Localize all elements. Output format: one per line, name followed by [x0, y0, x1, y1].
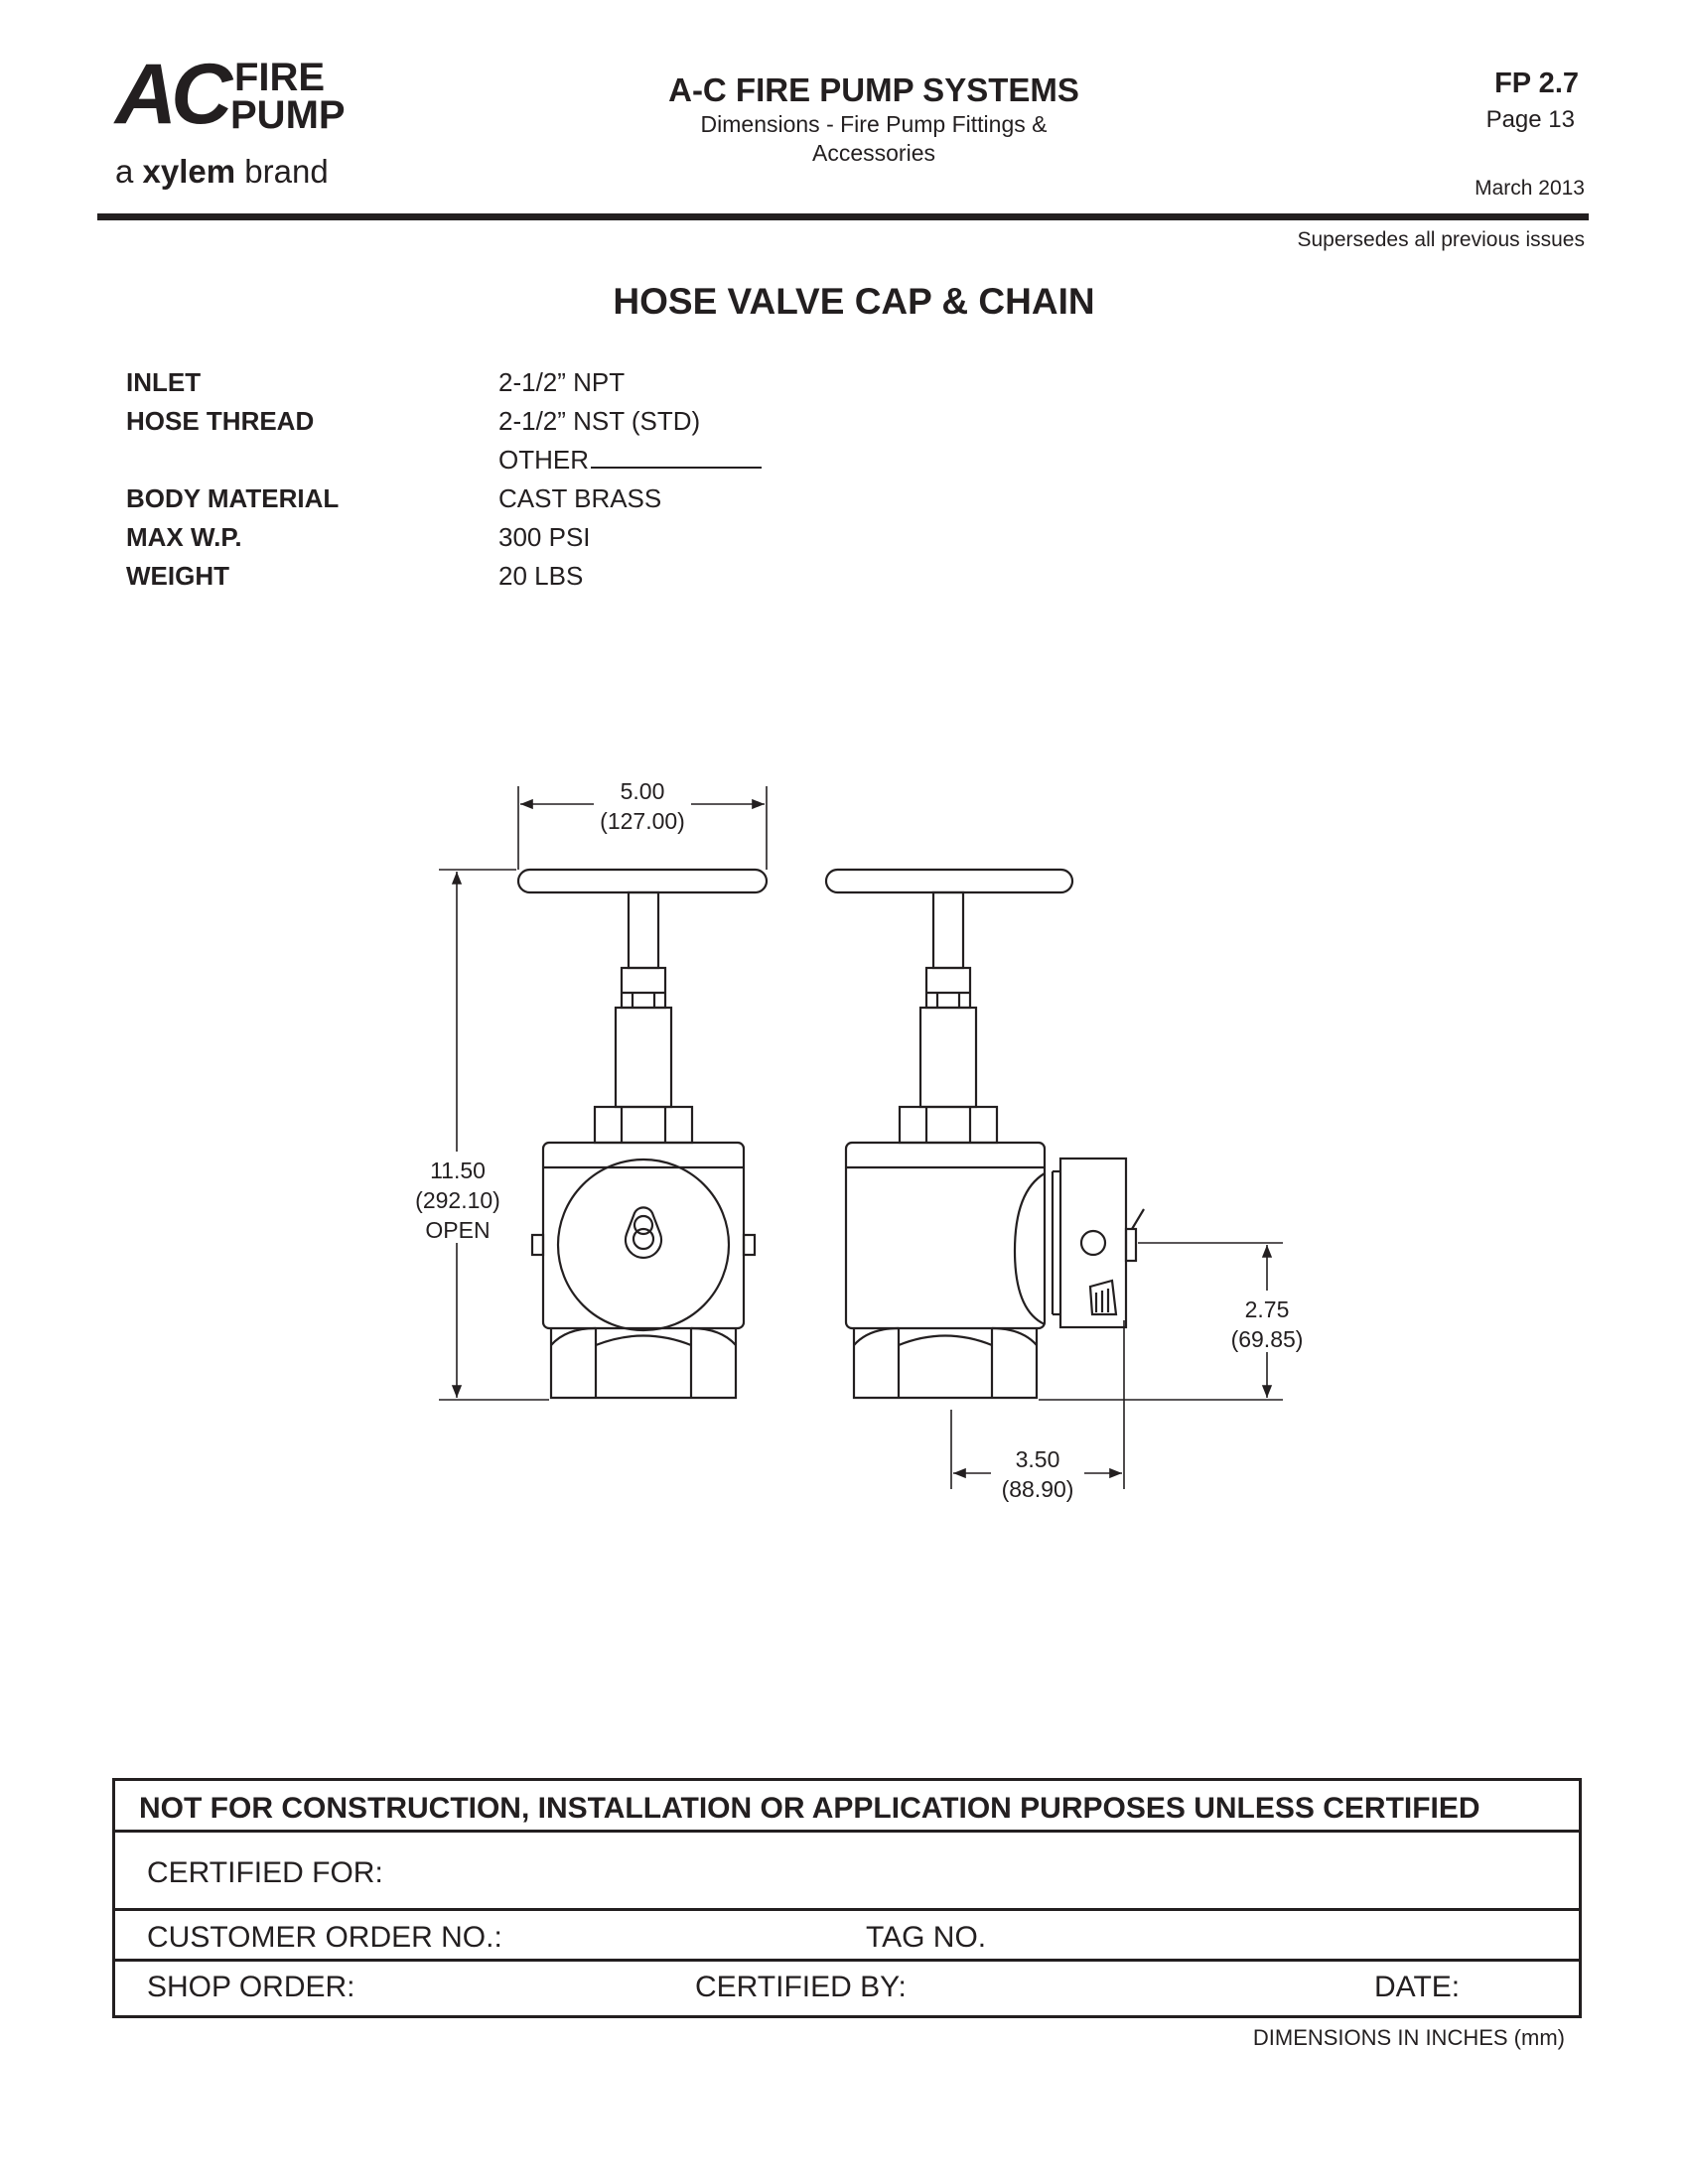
ac-fire-pump-logo: AC FIRE PUMP a xylem brand: [115, 52, 363, 201]
dim-height-note: OPEN: [425, 1217, 490, 1243]
spec-value: 2-1/2” NST (STD): [498, 406, 701, 436]
front-bonnet: [614, 1006, 673, 1109]
side-stem: [931, 890, 965, 970]
spec-value: 2-1/2” NPT: [498, 367, 626, 397]
dim-height-mm: (292.10): [415, 1187, 500, 1213]
supersedes-note: Supersedes all previous issues: [1297, 228, 1586, 251]
tag-no-label: TAG NO.: [866, 1921, 987, 1954]
shop-order-label: SHOP ORDER:: [147, 1971, 355, 2003]
document-code: FP 2.7: [1494, 68, 1579, 99]
logo-word-pump: PUMP: [230, 93, 346, 137]
dimensions-unit-note: DIMENSIONS IN INCHES (mm): [1252, 2025, 1565, 2050]
certification-table: NOT FOR CONSTRUCTION, INSTALLATION OR AP…: [112, 1778, 1582, 2018]
dim-width-in: 5.00: [621, 778, 665, 804]
spec-label: WEIGHT: [126, 561, 229, 591]
page-number: Page 13: [1485, 106, 1575, 133]
side-packing-nut: [924, 966, 972, 1010]
front-chain-lug: [624, 1206, 663, 1260]
spec-label: HOSE THREAD: [126, 406, 315, 436]
shop-order-row: SHOP ORDER: CERTIFIED BY: DATE:: [115, 1962, 1579, 2015]
dimension-lines: [439, 786, 1283, 1489]
spec-label: BODY MATERIAL: [126, 483, 340, 513]
front-bonnet-hex: [593, 1105, 694, 1145]
logo-brand-line: a xylem brand: [115, 155, 329, 188]
front-handwheel: [516, 868, 769, 894]
subtitle-line-2: Accessories: [812, 140, 935, 166]
certified-by-label: CERTIFIED BY:: [695, 1971, 907, 2003]
side-body: [844, 1141, 1047, 1330]
issue-date: March 2013: [1475, 177, 1585, 200]
logo-brand-name: xylem: [142, 153, 236, 190]
front-body: [541, 1141, 746, 1330]
side-chain-clip: [1088, 1279, 1118, 1316]
side-bonnet: [918, 1006, 978, 1109]
dim-outlet-height-mm: (69.85): [1231, 1326, 1304, 1352]
spec-value: CAST BRASS: [498, 483, 662, 513]
side-outlet-bulge: [1013, 1172, 1046, 1325]
dim-depth-in: 3.50: [1016, 1446, 1060, 1472]
spec-label: INLET: [126, 367, 202, 397]
dim-outlet-height-in: 2.75: [1245, 1297, 1290, 1322]
front-outlet-cap: [556, 1158, 731, 1332]
customer-order-label: CUSTOMER ORDER NO.:: [147, 1921, 502, 1954]
header-divider: [97, 213, 1589, 220]
dim-depth-mm: (88.90): [1002, 1476, 1074, 1502]
logo-brand-prefix: a: [115, 153, 143, 190]
front-stem: [627, 890, 660, 970]
certification-notice: NOT FOR CONSTRUCTION, INSTALLATION OR AP…: [139, 1792, 1480, 1825]
logo-ac-mark: AC: [115, 47, 232, 142]
certified-for-label: CERTIFIED FOR:: [147, 1856, 383, 1889]
subtitle-line-1: Dimensions - Fire Pump Fittings &: [700, 111, 1048, 137]
date-label: DATE:: [1374, 1971, 1461, 2003]
side-view: [824, 868, 1145, 1400]
logo-brand-suffix: brand: [235, 153, 329, 190]
dim-width-mm: (127.00): [600, 808, 685, 834]
logo-word-fire: FIRE: [234, 56, 326, 99]
certification-notice-row: NOT FOR CONSTRUCTION, INSTALLATION OR AP…: [115, 1781, 1579, 1833]
customer-order-row: CUSTOMER ORDER NO.: TAG NO.: [115, 1911, 1579, 1962]
dim-height-in: 11.50: [430, 1158, 486, 1183]
side-bonnet-hex: [898, 1105, 999, 1145]
front-inlet: [549, 1328, 738, 1400]
side-inlet: [852, 1328, 1039, 1400]
side-handwheel: [824, 868, 1074, 894]
front-packing-nut: [620, 966, 667, 1010]
page-title: HOSE VALVE CAP & CHAIN: [613, 281, 1095, 322]
front-view: [516, 868, 769, 1400]
spec-value-other: OTHER: [498, 441, 762, 479]
side-cap: [1058, 1157, 1128, 1329]
spec-value-other-text: OTHER: [498, 445, 589, 475]
spec-value: 300 PSI: [498, 522, 591, 552]
certified-for-row: CERTIFIED FOR:: [115, 1833, 1579, 1911]
spec-value: 20 LBS: [498, 561, 584, 591]
company-title: A-C FIRE PUMP SYSTEMS: [668, 71, 1079, 108]
spec-label: MAX W.P.: [126, 522, 242, 552]
